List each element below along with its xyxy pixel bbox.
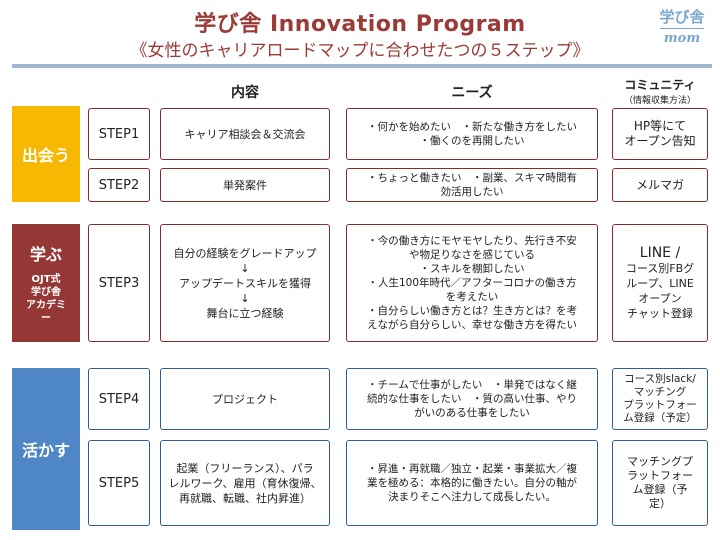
community-line: コース別slack/ [624,373,696,385]
step-label: STEP5 [88,440,150,526]
step-needs: ・チームで仕事がしたい ・単発ではなく継 続的な仕事をしたい ・質の高い仕事、や… [346,368,598,430]
community-line: チャット登録 [627,306,693,320]
needs-line: 決まりそこへ注力して成長したい。 [388,491,556,503]
needs-line: ・今の働き方にモヤモヤしたり、先行き不安 [367,235,577,247]
needs-line: や物足りなさを感じている [409,249,535,261]
community-line: HP等にて [633,119,687,133]
needs-line: ・ちょっと働きたい ・副業、スキマ時間有 [367,172,577,184]
logo-text-top: 学び舎 [659,8,705,26]
group-learn: 学ぶ OJT式 学び舎 アカデミ ー [12,224,80,342]
community-line: プラットフォー [623,399,697,411]
needs-line: ・働くのを再開したい [419,135,525,147]
community-line: メルマガ [635,177,684,192]
group-learn-sub-line: アカデミ [26,300,66,311]
group-learn-sub-line: OJT式 [31,274,61,285]
group-use-label: 活かす [21,441,70,460]
content-line: アップデートスキルを獲得 [179,276,311,290]
needs-line: ・何かを始めたい ・新たな働き方をしたい [367,121,577,133]
step-community: HP等にて オープン告知 [612,108,708,160]
community-line: マッチング [633,386,687,398]
step-label: STEP2 [88,168,150,202]
needs-line: 業を極める：本格的に働きたい。自分の軸が [367,477,577,489]
community-line: コース別FBグ [625,261,695,275]
content-line: 起業（フリーランス）、パラ [176,461,314,475]
arrow-down-icon: ↓ [240,261,250,275]
step-content: キャリア相談会＆交流会 [160,108,330,160]
needs-line: ・チームで仕事がしたい ・単発ではなく継 [367,379,577,391]
step-needs: ・昇進・再就職／独立・起業・事業拡大／複 業を極める：本格的に働きたい。自分の軸… [346,440,598,526]
header-divider [12,64,712,68]
group-meet: 出会う [12,106,80,202]
group-meet-label: 出会う [21,146,70,165]
needs-line: を考えたい [445,291,499,303]
step-label: STEP1 [88,108,150,160]
step-label: STEP4 [88,368,150,430]
step-needs: ・今の働き方にモヤモヤしたり、先行き不安 や物足りなさを感じている ・スキルを棚… [346,224,598,342]
needs-line: 続的な仕事をしたい ・質の高い仕事、やり [367,393,577,405]
step-content: 起業（フリーランス）、パラ レルワーク、雇用（育休復帰、 再就職、転職、社内昇進… [160,440,330,526]
group-learn-sub-line: ー [41,313,51,324]
community-line: ム登録（予定） [623,412,697,424]
column-header-needs: ニーズ [451,85,493,101]
content-line: 舞台に立つ経験 [206,306,284,320]
group-learn-label: 学ぶ [29,245,62,264]
step-community: メルマガ [612,168,708,202]
page-title: 学び舎 Innovation Program [194,12,526,37]
needs-line: ・昇進・再就職／独立・起業・事業拡大／複 [367,463,577,475]
step-community: マッチングプ ラットフォー ム登録（予 定） [612,440,708,526]
content-line: 単発案件 [223,178,267,192]
needs-line: 効活用したい [440,186,504,198]
needs-line: がいのある仕事をしたい [414,407,530,419]
step-content: 単発案件 [160,168,330,202]
community-line: マッチングプ [627,455,693,468]
logo-text-bottom: mom [663,31,701,46]
group-learn-sub: OJT式 学び舎 アカデミ ー [26,273,66,325]
community-line: ム登録（予 [632,483,688,496]
content-line: プロジェクト [212,392,278,406]
arrow-down-icon: ↓ [240,291,250,305]
community-line: ラットフォー [627,469,693,482]
step-needs: ・ちょっと働きたい ・副業、スキマ時間有 効活用したい [346,168,598,202]
column-header-content: 内容 [231,85,259,101]
page-subtitle: 《女性のキャリアロードマップに合わせたつの５ステップ》 [130,41,590,61]
needs-line: えながら自分らしい、幸せな働き方を得たい [367,319,577,331]
step-content: 自分の経験をグレードアップ ↓ アップデートスキルを獲得 ↓ 舞台に立つ経験 [160,224,330,342]
step-needs: ・何かを始めたい ・新たな働き方をしたい ・働くのを再開したい [346,108,598,160]
needs-line: ・スキルを棚卸したい [419,263,525,275]
needs-line: ・人生100年時代／アフターコロナの働き方 [367,277,577,289]
community-line: ループ、LINE [626,276,694,290]
community-line: オープン告知 [624,134,696,148]
content-line: レルワーク、雇用（育休復帰、 [168,476,322,490]
column-header-community: コミュニティ [624,78,696,92]
group-use: 活かす [12,368,80,530]
content-line: 再就職、転職、社内昇進） [178,491,311,505]
content-line: 自分の経験をグレードアップ [173,246,317,260]
brand-logo: 学び舎 mom [652,8,712,56]
community-line: オープン [638,291,682,305]
community-line: LINE / [639,244,681,261]
group-learn-sub-line: 学び舎 [31,287,61,298]
column-header-community-sub: （情報収集方法） [623,96,696,106]
content-line: キャリア相談会＆交流会 [184,127,306,141]
step-label: STEP3 [88,224,150,342]
logo-divider [660,28,704,29]
step-community: LINE / コース別FBグ ループ、LINE オープン チャット登録 [612,224,708,342]
community-line: 定） [649,497,671,510]
needs-line: ・自分らしい働き方とは？生き方とは？を考 [367,305,577,317]
step-community: コース別slack/ マッチング プラットフォー ム登録（予定） [612,368,708,430]
step-content: プロジェクト [160,368,330,430]
